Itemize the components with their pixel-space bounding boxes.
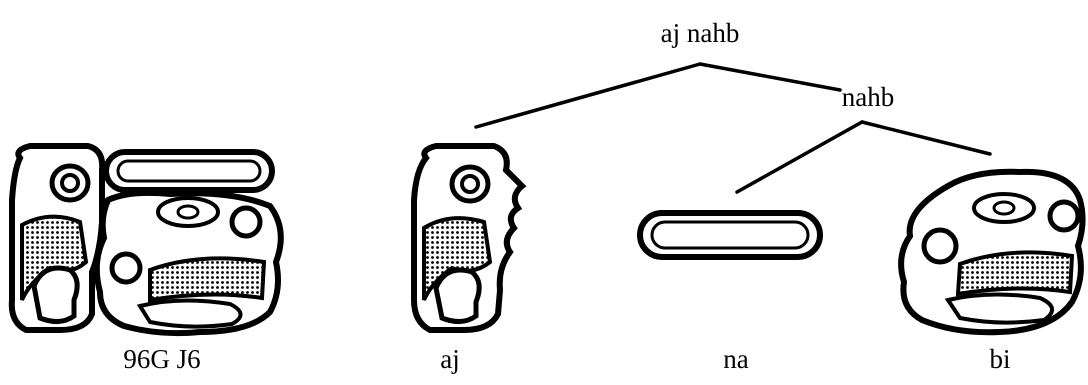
tree-lines (476, 64, 990, 192)
glyph-label-aj: aj (440, 346, 460, 373)
glyph-96g-j6 (12, 146, 281, 333)
glyph-label-full: 96G J6 (123, 346, 200, 373)
glyph-96g-na-part (106, 152, 272, 190)
tree-node-label: nahb (842, 84, 894, 111)
tree-root-label: aj nahb (661, 20, 740, 47)
tree-line-root-to-nahb (700, 64, 840, 90)
glyph-aj (414, 146, 522, 330)
glyph-na-shape (640, 213, 820, 257)
tree-line-root-to-aj (476, 64, 700, 127)
glyph-label-bi: bi (989, 346, 1010, 373)
glyph-bi (901, 172, 1082, 332)
glyph-na (640, 213, 820, 257)
tree-line-nahb-to-bi (862, 122, 990, 154)
tree-line-nahb-to-na (737, 122, 862, 192)
glyph-label-na: na (723, 346, 748, 373)
glyph-96g-eye (52, 166, 88, 200)
